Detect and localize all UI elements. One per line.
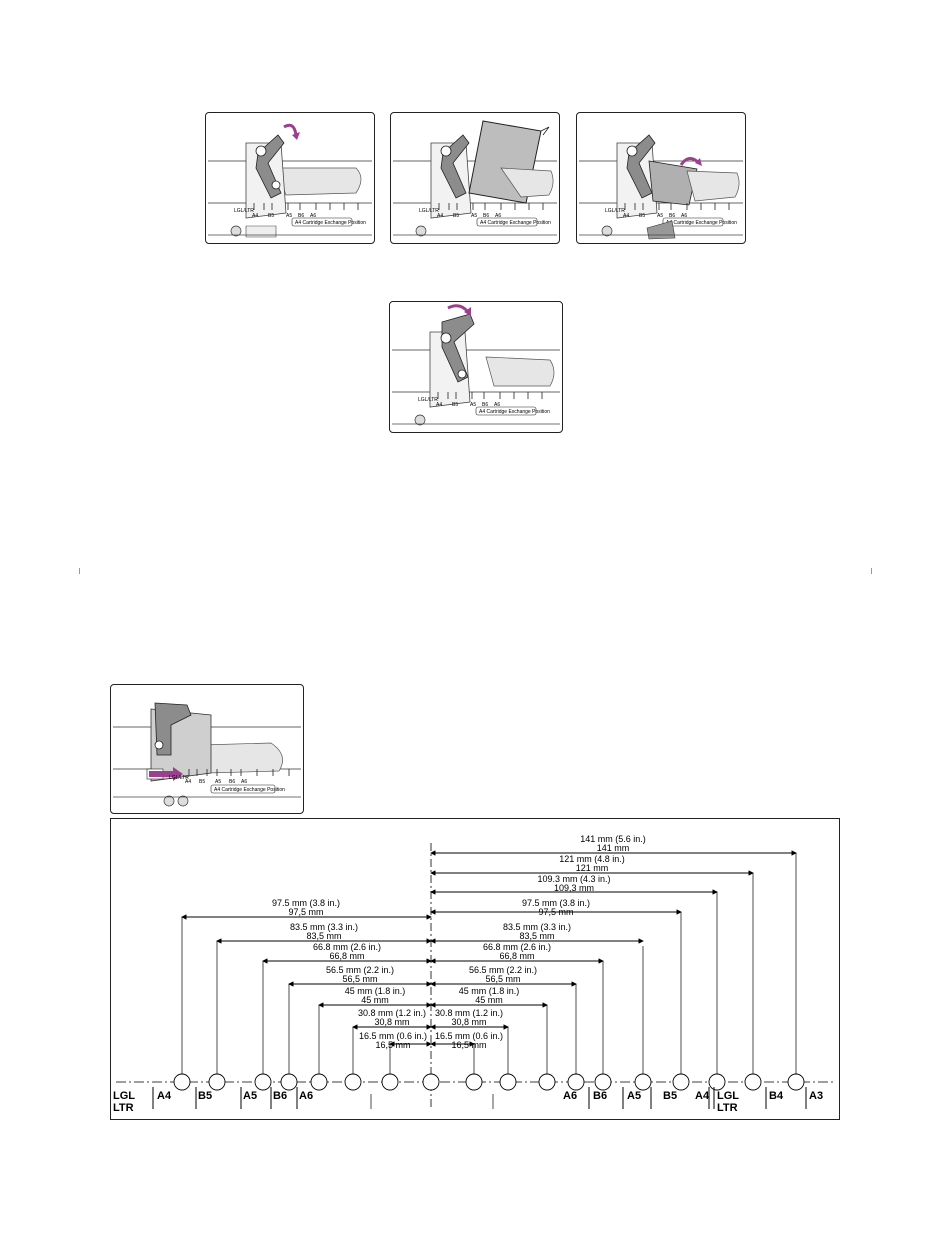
dimension-label: 16.5 mm (0.6 in.) — [359, 1031, 427, 1041]
callout-label: A4 Cartridge Exchange Position — [295, 220, 366, 226]
ruler-label: A4 — [252, 213, 258, 219]
paper-size-label: A6 — [299, 1090, 313, 1102]
dimension-label: 97,5 mm — [288, 907, 323, 917]
ruler-label: B5 — [452, 402, 458, 408]
ruler-label: B5 — [268, 213, 274, 219]
ruler-label: B5 — [199, 779, 205, 785]
ruler-label: A5 — [471, 213, 477, 219]
ruler-label: B6 — [482, 402, 488, 408]
ruler-label: A5 — [470, 402, 476, 408]
dimension-label: 45 mm (1.8 in.) — [345, 986, 406, 996]
dimension-label: 30.8 mm (1.2 in.) — [435, 1008, 503, 1018]
illustration-step-4: LGL/LTR A4 B5 A5 B6 A6 A4 Cartridge Exch… — [389, 301, 563, 433]
dimension-label: 45 mm — [361, 995, 389, 1005]
ruler-label: A5 — [215, 779, 221, 785]
illustration-step-3: LGL/LTR A4 B5 A5 B6 A6 A4 Cartridge Exch… — [576, 112, 746, 244]
ruler-label: A6 — [681, 213, 687, 219]
illustration-step-5: LGL/LTR A4 B5 A5 B6 A6 A4 Cartridge Exch… — [110, 684, 304, 814]
dimension-label: 97.5 mm (3.8 in.) — [522, 898, 590, 908]
paper-size-label: LTR — [113, 1102, 134, 1114]
ruler-label: B5 — [453, 213, 459, 219]
dimension-label: 45 mm (1.8 in.) — [459, 986, 520, 996]
ruler-label: LGL/LTR — [418, 397, 438, 403]
dimension-label: 45 mm — [475, 995, 503, 1005]
ruler-label: A4 — [437, 213, 443, 219]
paper-size-label: A5 — [243, 1090, 257, 1102]
ruler-label: LGL/LTR — [169, 775, 189, 781]
paper-size-label: A3 — [809, 1090, 823, 1102]
dimension-label: 83,5 mm — [519, 931, 554, 941]
dimension-label: 83.5 mm (3.3 in.) — [290, 922, 358, 932]
paper-size-label: B4 — [769, 1090, 784, 1102]
ruler-label: A4 — [623, 213, 629, 219]
paper-size-label: LGL — [113, 1090, 135, 1102]
ruler-label: LGL/LTR — [605, 208, 625, 214]
ruler-label: A5 — [286, 213, 292, 219]
ruler-label: A6 — [310, 213, 316, 219]
ruler-label: B6 — [669, 213, 675, 219]
ruler-label: B6 — [298, 213, 304, 219]
dimension-label: 16.5 mm (0.6 in.) — [435, 1031, 503, 1041]
dimension-label: 109,3 mm — [554, 883, 594, 893]
dimension-label: 30,8 mm — [451, 1017, 486, 1027]
callout-label: A4 Cartridge Exchange Position — [480, 220, 551, 226]
ruler-label: A5 — [657, 213, 663, 219]
dimension-label: 66,8 mm — [329, 951, 364, 961]
dimension-svg: 141 mm (5.6 in.) 141 mm 121 mm (4.8 in.)… — [113, 834, 833, 1114]
paper-size-label: A4 — [157, 1090, 172, 1102]
dimension-label: 30.8 mm (1.2 in.) — [358, 1008, 426, 1018]
paper-size-label: A4 — [695, 1090, 710, 1102]
dimension-label: 83,5 mm — [306, 931, 341, 941]
ruler-label: A6 — [494, 402, 500, 408]
paper-size-label: B5 — [198, 1090, 212, 1102]
dimension-label: 121 mm — [576, 863, 609, 873]
push-arrow-icon — [149, 767, 183, 781]
ruler-label: B6 — [483, 213, 489, 219]
dimension-label: 109.3 mm (4.3 in.) — [537, 874, 610, 884]
dimension-label: 141 mm — [597, 843, 630, 853]
dimension-label: 97.5 mm (3.8 in.) — [272, 898, 340, 908]
ruler-label: A4 — [185, 779, 191, 785]
ruler-label: B5 — [639, 213, 645, 219]
ruler-label: LGL/LTR — [234, 208, 254, 214]
dimension-diagram: 141 mm (5.6 in.) 141 mm 121 mm (4.8 in.)… — [110, 818, 840, 1120]
paper-size-label: B5 — [663, 1090, 677, 1102]
illustration-step-2: LGL/LTR A4 B5 A5 B6 A6 A4 Cartridge Exch… — [390, 112, 560, 244]
dimension-label: 56.5 mm (2.2 in.) — [326, 965, 394, 975]
paper-size-label: LGL — [717, 1090, 739, 1102]
dimension-label: 83.5 mm (3.3 in.) — [503, 922, 571, 932]
illustration-step-1: LGL/LTR A4 B5 A5 B6 A6 A4 Cartridge Exch… — [205, 112, 375, 244]
paper-size-label: LTR — [717, 1102, 738, 1114]
dimension-label: 56,5 mm — [485, 974, 520, 984]
dimension-label: 30,8 mm — [374, 1017, 409, 1027]
page-mark — [79, 568, 80, 574]
ruler-label: A4 — [436, 402, 442, 408]
dimension-label: 56.5 mm (2.2 in.) — [469, 965, 537, 975]
dimension-label: 16,5 mm — [451, 1040, 486, 1050]
dimension-label: 97,5 mm — [538, 907, 573, 917]
page-mark — [871, 568, 872, 574]
ruler-label: B6 — [229, 779, 235, 785]
dimension-label: 56,5 mm — [342, 974, 377, 984]
rotate-arrow-icon — [283, 123, 298, 136]
dimension-label: 121 mm (4.8 in.) — [559, 854, 625, 864]
callout-label: A4 Cartridge Exchange Position — [214, 787, 285, 793]
callout-label: A4 Cartridge Exchange Position — [666, 220, 737, 226]
ruler-label: A6 — [495, 213, 501, 219]
paper-size-label: A5 — [627, 1090, 641, 1102]
dimension-label: 141 mm (5.6 in.) — [580, 834, 646, 844]
ruler-label: LGL/LTR — [419, 208, 439, 214]
callout-label: A4 Cartridge Exchange Position — [479, 409, 550, 415]
paper-size-label: A6 — [563, 1090, 577, 1102]
ruler-label: A6 — [241, 779, 247, 785]
dimension-label: 16,5 mm — [375, 1040, 410, 1050]
paper-size-label: B6 — [593, 1090, 607, 1102]
paper-size-label: B6 — [273, 1090, 287, 1102]
dimension-label: 66,8 mm — [499, 951, 534, 961]
rotate-arrow-icon — [447, 304, 470, 313]
dimension-label: 66.8 mm (2.6 in.) — [313, 942, 381, 952]
ink-cartridge-icon — [648, 160, 698, 206]
dimension-label: 66.8 mm (2.6 in.) — [483, 942, 551, 952]
